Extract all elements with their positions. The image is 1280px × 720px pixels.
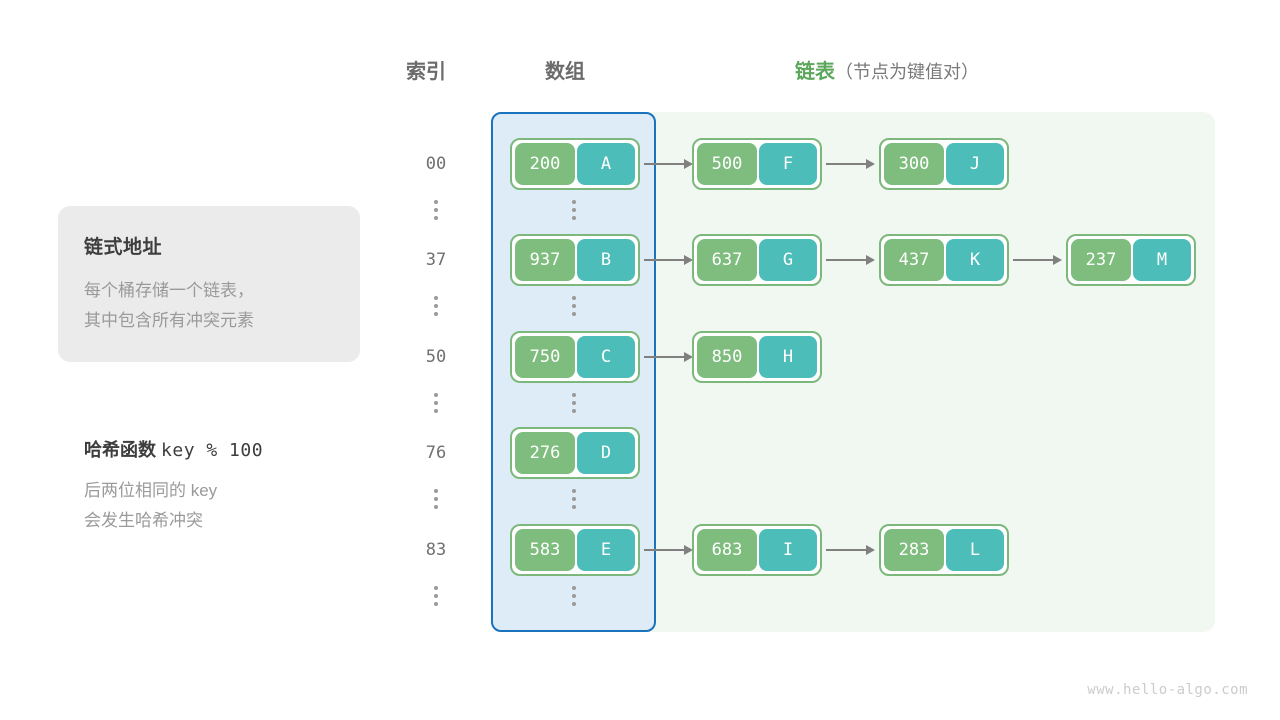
array-ellipsis-icon	[567, 393, 581, 413]
hash-function-note: 哈希函数 key % 100 后两位相同的 key 会发生哈希冲突	[84, 436, 374, 536]
info-card-body-line-2: 其中包含所有冲突元素	[84, 311, 254, 330]
node-key: 500	[697, 143, 757, 185]
next-pointer-arrow-icon	[826, 545, 875, 555]
node-key: 683	[697, 529, 757, 571]
next-pointer-arrow-icon	[826, 255, 875, 265]
node-value: L	[946, 529, 1004, 571]
node-key: 637	[697, 239, 757, 281]
hash-function-label: 哈希函数	[84, 440, 156, 460]
next-pointer-arrow-icon	[826, 159, 875, 169]
bucket-index-label: 00	[425, 154, 447, 174]
node-key: 583	[515, 529, 575, 571]
column-header-index: 索引	[406, 61, 446, 83]
node-key: 283	[884, 529, 944, 571]
bucket-index-label: 37	[425, 250, 447, 270]
index-ellipsis-icon	[429, 200, 443, 220]
array-ellipsis-icon	[567, 586, 581, 606]
index-ellipsis-icon	[429, 586, 443, 606]
hash-function-description-line-2: 会发生哈希冲突	[84, 511, 203, 530]
bucket-index-label: 83	[425, 540, 447, 560]
node-value: M	[1133, 239, 1191, 281]
node-value: K	[946, 239, 1004, 281]
column-header-linkedlist: 链表（节点为键值对）	[795, 55, 979, 84]
info-card-title: 链式地址	[84, 237, 163, 258]
hash-function-title: 哈希函数 key % 100	[84, 436, 374, 462]
next-pointer-arrow-icon	[644, 255, 693, 265]
next-pointer-arrow-icon	[644, 159, 693, 169]
array-ellipsis-icon	[567, 200, 581, 220]
node-value: D	[577, 432, 635, 474]
node-value: B	[577, 239, 635, 281]
node-key: 750	[515, 336, 575, 378]
next-pointer-arrow-icon	[1013, 255, 1062, 265]
node-key: 937	[515, 239, 575, 281]
hash-function-expression: key % 100	[161, 440, 264, 461]
node-key: 300	[884, 143, 944, 185]
column-header-linkedlist-sub: （节点为键值对）	[835, 62, 979, 82]
hash-function-description-line-1: 后两位相同的 key	[84, 481, 218, 500]
info-card-body-line-1: 每个桶存储一个链表，	[84, 281, 254, 300]
node-value: H	[759, 336, 817, 378]
node-value: C	[577, 336, 635, 378]
node-value: I	[759, 529, 817, 571]
node-value: A	[577, 143, 635, 185]
node-key: 200	[515, 143, 575, 185]
index-ellipsis-icon	[429, 393, 443, 413]
next-pointer-arrow-icon	[644, 545, 693, 555]
column-header-linkedlist-main: 链表	[795, 61, 835, 83]
array-ellipsis-icon	[567, 296, 581, 316]
node-key: 437	[884, 239, 944, 281]
node-value: G	[759, 239, 817, 281]
next-pointer-arrow-icon	[644, 352, 693, 362]
array-ellipsis-icon	[567, 489, 581, 509]
node-key: 850	[697, 336, 757, 378]
bucket-index-label: 50	[425, 347, 447, 367]
info-card-chaining: 链式地址 每个桶存储一个链表， 其中包含所有冲突元素	[58, 206, 360, 362]
watermark: www.hello-algo.com	[1087, 682, 1248, 698]
node-key: 276	[515, 432, 575, 474]
node-key: 237	[1071, 239, 1131, 281]
bucket-index-label: 76	[425, 443, 447, 463]
index-ellipsis-icon	[429, 296, 443, 316]
index-ellipsis-icon	[429, 489, 443, 509]
column-header-array: 数组	[545, 61, 585, 83]
node-value: J	[946, 143, 1004, 185]
hash-function-description: 后两位相同的 key 会发生哈希冲突	[84, 476, 374, 536]
node-value: E	[577, 529, 635, 571]
node-value: F	[759, 143, 817, 185]
info-card-body: 每个桶存储一个链表， 其中包含所有冲突元素	[84, 276, 360, 336]
